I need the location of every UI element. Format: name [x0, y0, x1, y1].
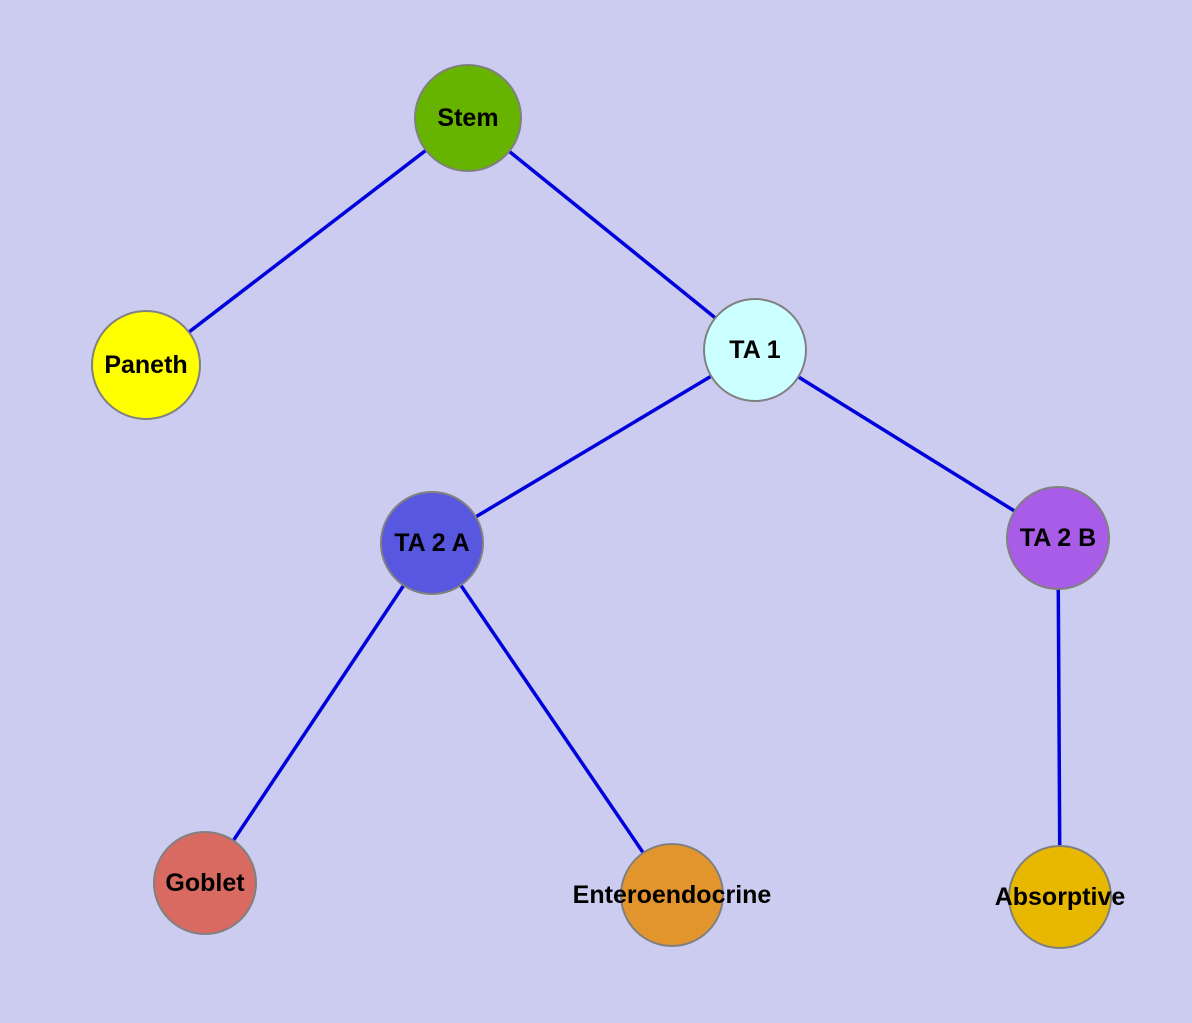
edge-ta1-ta2b: [754, 348, 1059, 540]
node-label-ta1: TA 1: [729, 335, 781, 364]
edge-ta2b-absorptive: [1056, 537, 1062, 898]
node-label-absorptive: Absorptive: [994, 882, 1126, 911]
node-label-goblet: Goblet: [165, 868, 245, 897]
edge-ta2a-goblet: [203, 542, 434, 884]
edge-stem-paneth: [144, 116, 470, 367]
node-label-ta2b: TA 2 B: [1019, 523, 1097, 552]
node-stem[interactable]: Stem: [414, 64, 522, 172]
node-label-stem: Stem: [437, 103, 499, 132]
node-absorptive[interactable]: Absorptive: [995, 845, 1125, 949]
node-enteroendocrine[interactable]: Enteroendocrine: [573, 843, 771, 947]
node-paneth[interactable]: Paneth: [91, 310, 201, 420]
node-ta2b[interactable]: TA 2 B: [1006, 486, 1110, 590]
node-ta2a[interactable]: TA 2 A: [380, 491, 484, 595]
edge-stem-ta1: [466, 116, 757, 352]
edge-ta1-ta2a: [431, 348, 756, 545]
node-goblet[interactable]: Goblet: [153, 831, 257, 935]
node-label-ta2a: TA 2 A: [394, 528, 470, 557]
edge-ta2a-enteroendocrine: [430, 542, 674, 896]
node-ta1[interactable]: TA 1: [703, 298, 807, 402]
node-label-paneth: Paneth: [104, 350, 188, 379]
